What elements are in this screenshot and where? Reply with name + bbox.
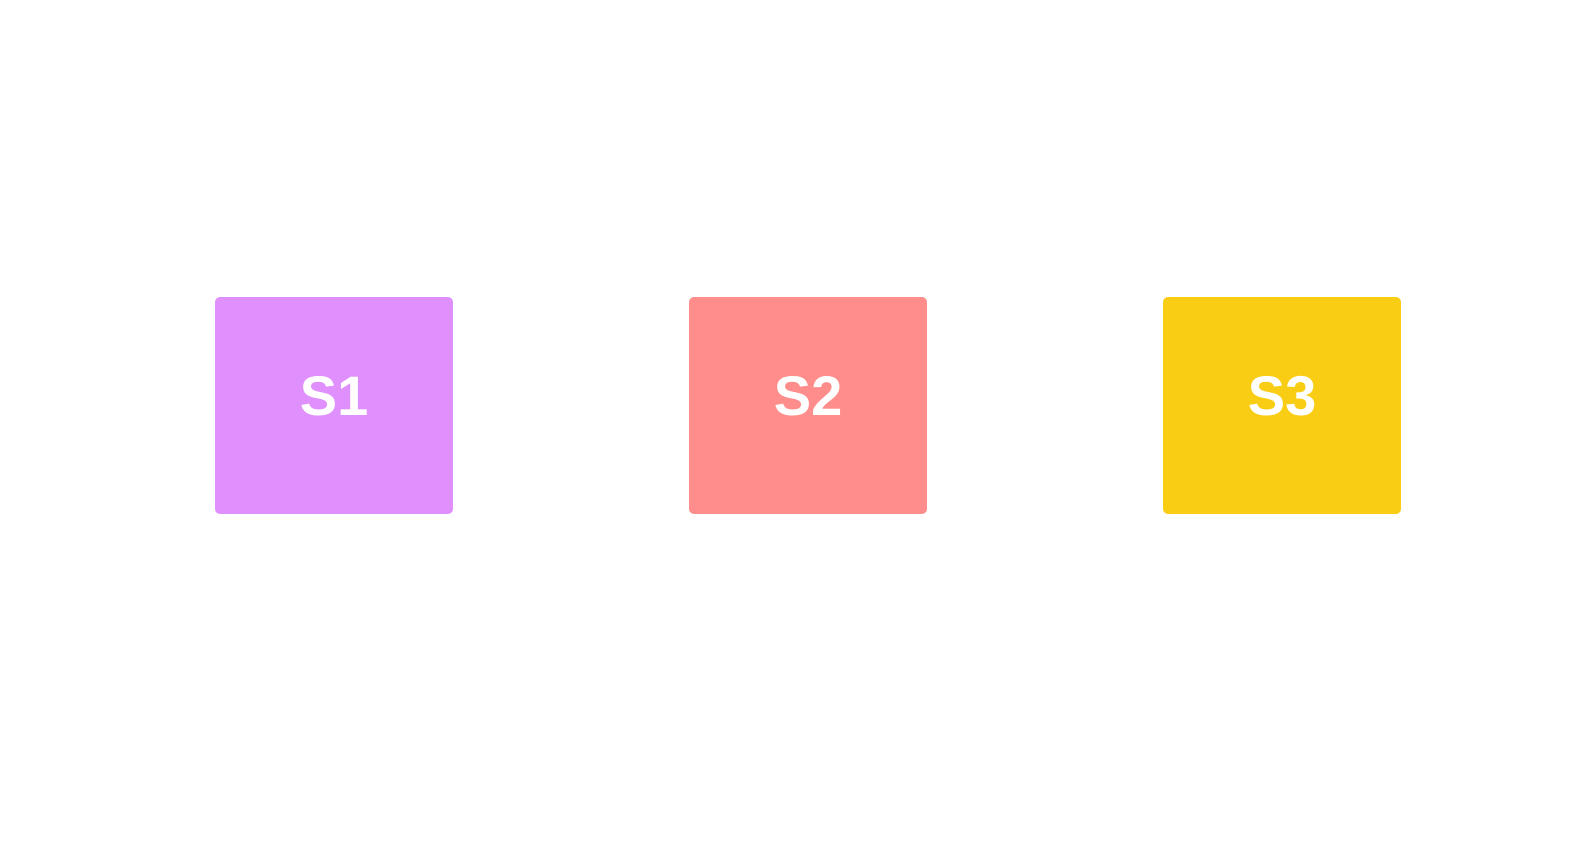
card-s1-label: S1 [299,364,369,427]
card-s1[interactable]: S1 [215,297,453,514]
card-s3-label: S3 [1247,364,1317,427]
card-s2[interactable]: S2 [689,297,927,514]
card-s2-label: S2 [773,364,843,427]
card-s3[interactable]: S3 [1163,297,1401,514]
